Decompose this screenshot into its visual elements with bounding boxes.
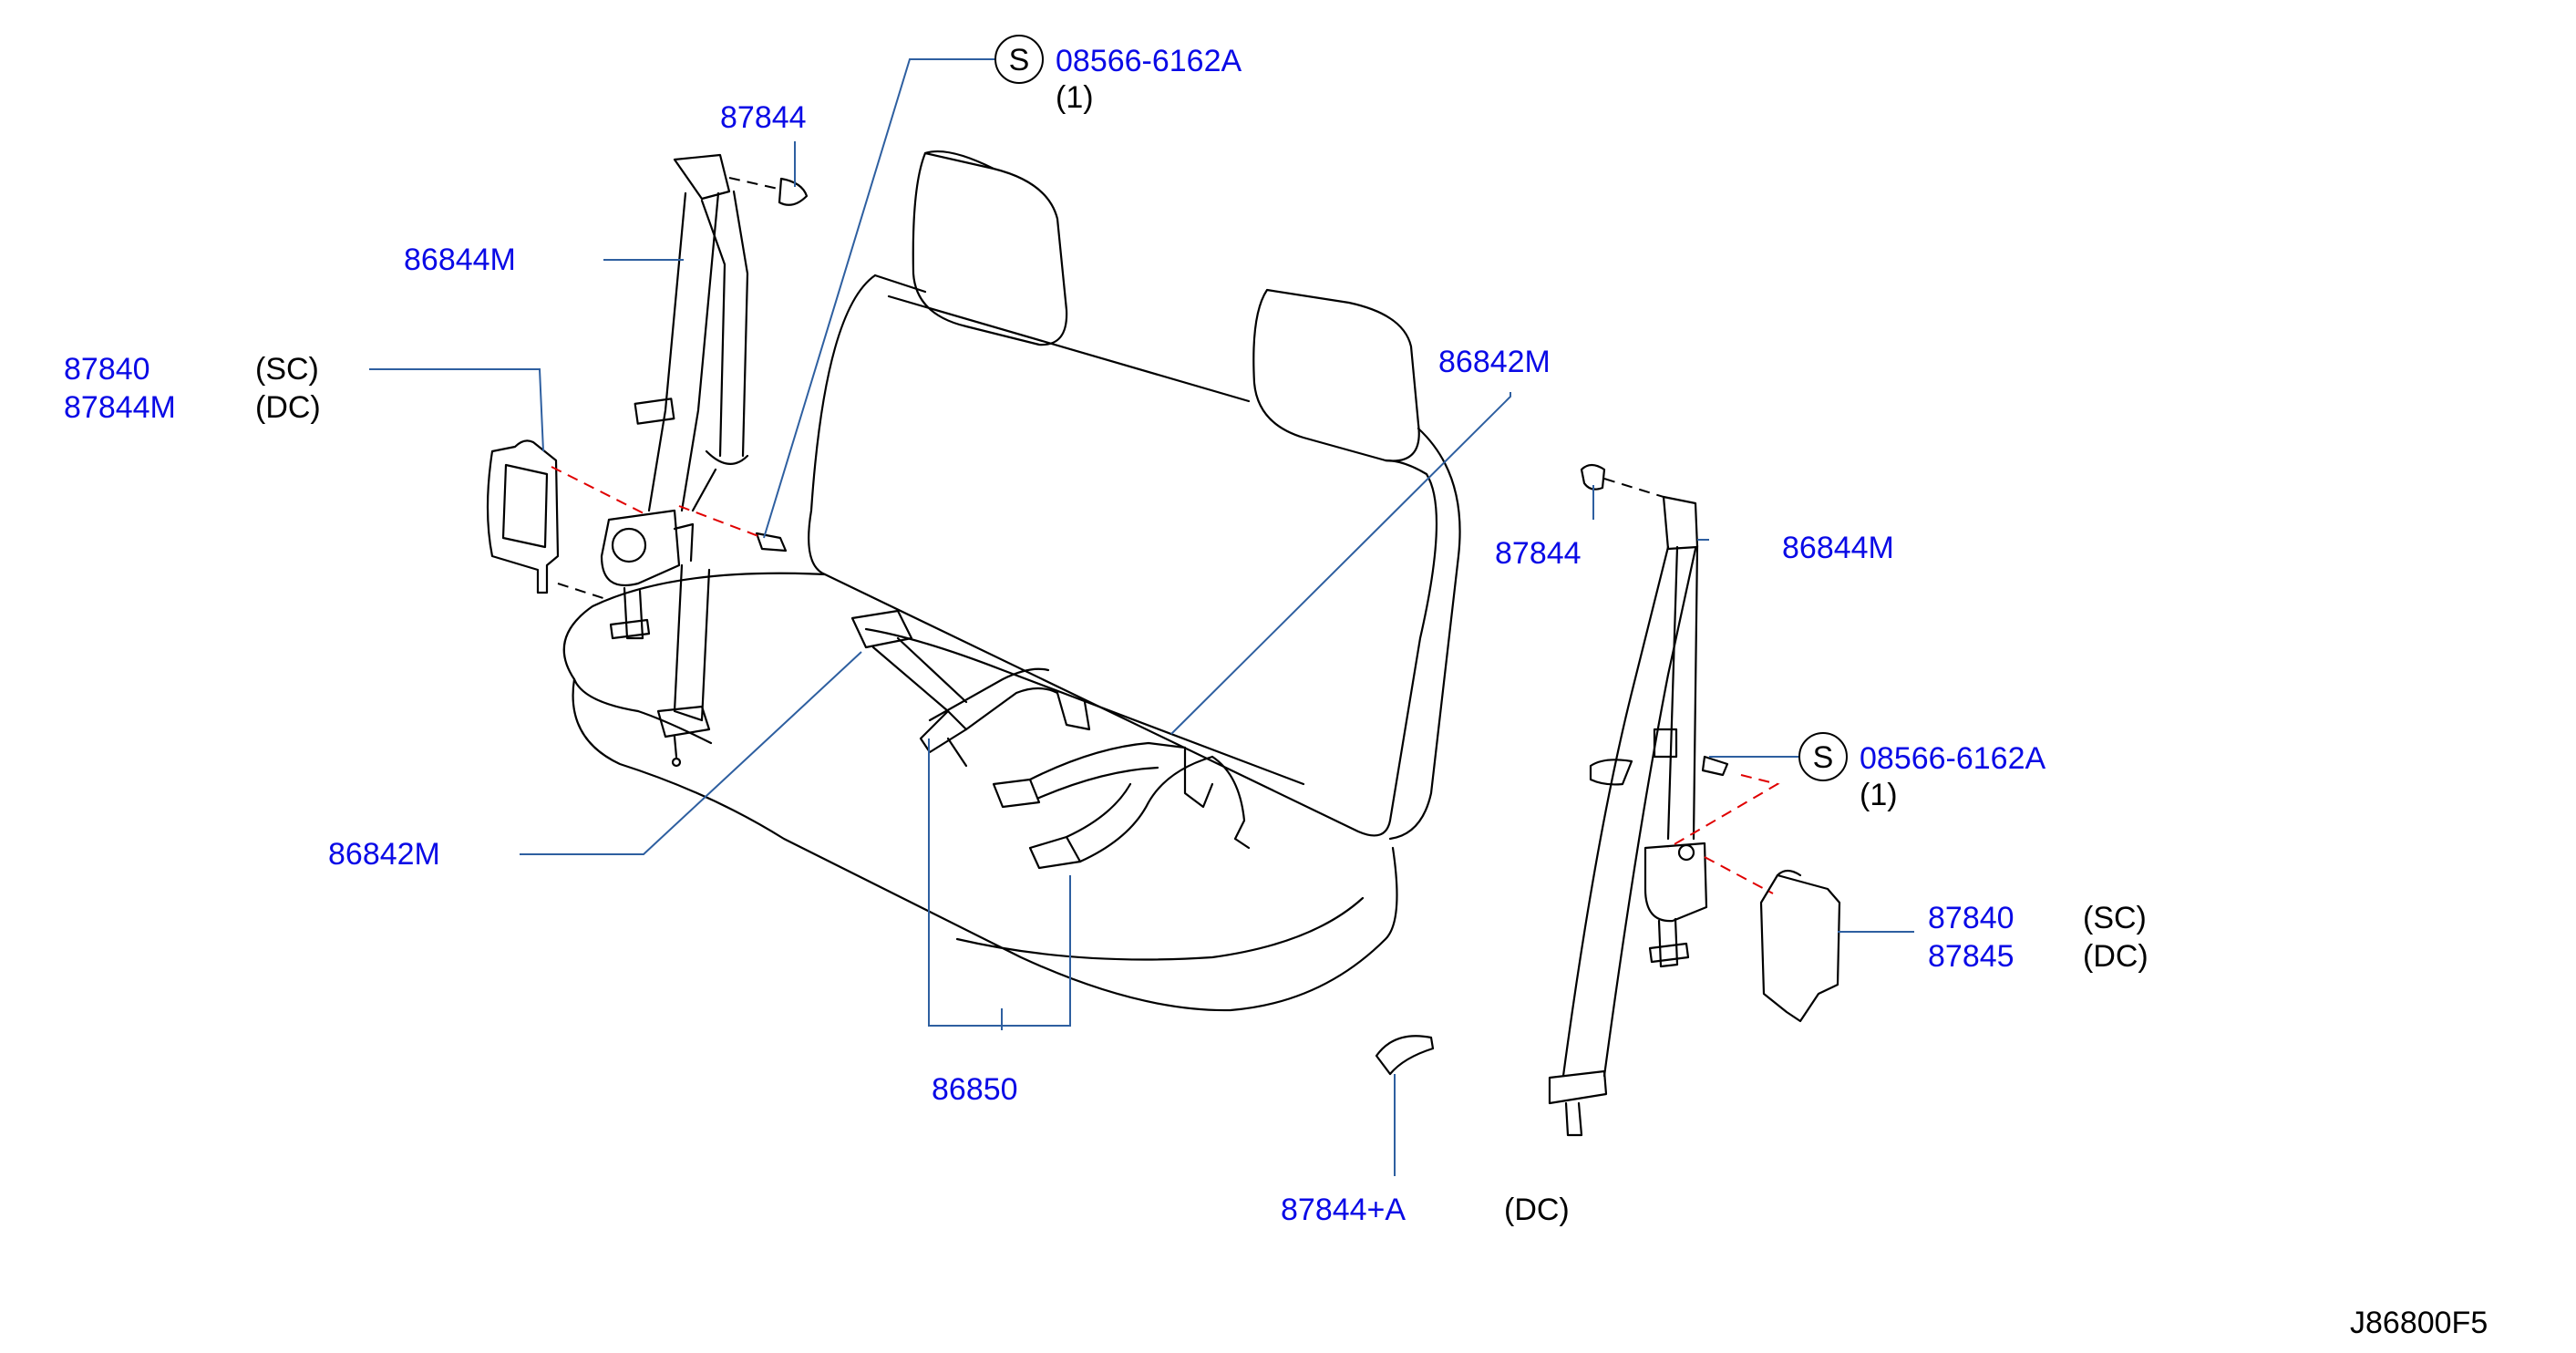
label-retractor-right-a-note: (SC) — [2083, 901, 2147, 935]
label-cap-bottom-note: (DC) — [1504, 1193, 1570, 1227]
label-bolt-right-qty: (1) — [1860, 778, 1898, 812]
label-bolt-top: 08566-6162A — [1056, 44, 1242, 78]
label-retractor-left-a-note: (SC) — [255, 352, 319, 387]
standard-part-symbol-right: S — [1798, 732, 1848, 781]
leader-lines — [369, 58, 1914, 1176]
label-center-belt: 86850 — [932, 1072, 1018, 1107]
label-buckle-left: 86842M — [328, 837, 440, 872]
right-seat-belt-assembly — [1375, 463, 1841, 1137]
label-retractor-left-a: 87840 — [64, 352, 150, 387]
label-belt-right: 86844M — [1782, 531, 1894, 565]
standard-part-symbol-top: S — [994, 35, 1044, 84]
diagram-code: J86800F5 — [2350, 1306, 2488, 1340]
label-belt-left: 86844M — [404, 243, 516, 277]
label-cap-bottom: 87844+A — [1281, 1193, 1406, 1227]
rear-bench-seat — [562, 150, 1461, 1012]
label-retractor-right-a: 87840 — [1928, 901, 2014, 935]
label-retractor-left-b-note: (DC) — [255, 390, 321, 425]
label-buckle-center: 86842M — [1438, 345, 1551, 379]
left-seat-belt-assembly — [486, 153, 809, 768]
label-cover-top-left: 87844 — [720, 100, 807, 135]
svg-text:S: S — [1813, 740, 1834, 775]
label-retractor-left-b: 87844M — [64, 390, 176, 425]
label-retractor-right-b-note: (DC) — [2083, 939, 2148, 974]
label-bolt-right: 08566-6162A — [1860, 741, 2046, 776]
label-cover-right: 87844 — [1495, 536, 1582, 571]
center-buckle-assembly — [850, 609, 1251, 870]
label-bolt-top-qty: (1) — [1056, 80, 1094, 115]
svg-text:S: S — [1009, 43, 1030, 77]
label-retractor-right-b: 87845 — [1928, 939, 2014, 974]
